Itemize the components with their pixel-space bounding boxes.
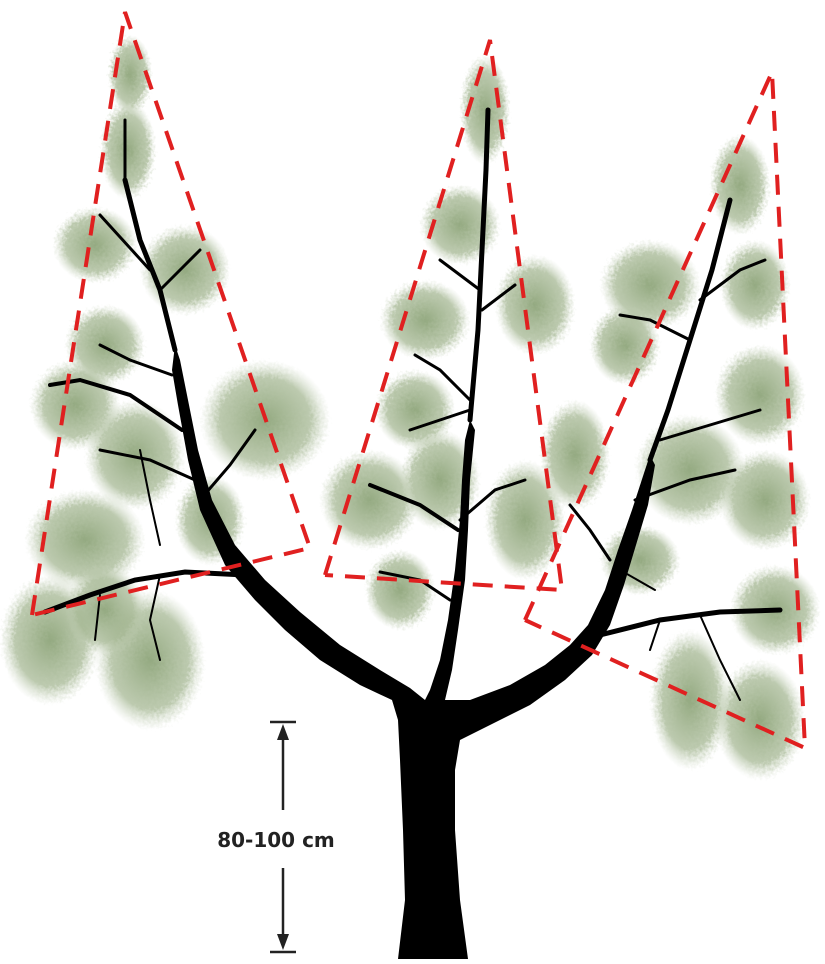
trunk	[172, 345, 655, 959]
right-guide-triangle	[523, 71, 808, 752]
foliage	[0, 35, 820, 780]
trunk-height-dimension	[270, 720, 296, 954]
middle-guide-triangle	[323, 39, 565, 593]
pruning-guide-lines	[30, 11, 808, 752]
left-guide-triangle	[30, 11, 313, 617]
trunk-height-label: 80-100 cm	[206, 827, 346, 853]
tree-skeleton	[172, 345, 655, 959]
